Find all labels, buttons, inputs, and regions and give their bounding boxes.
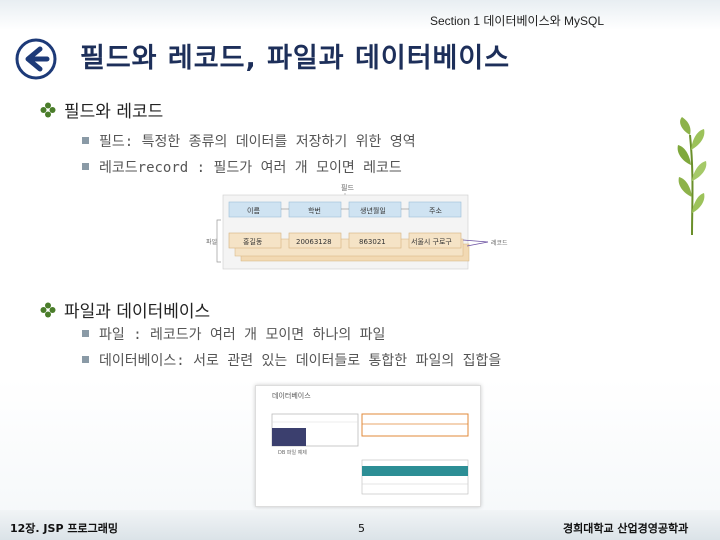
list-item: 데이터베이스: 서로 관련 있는 데이터들로 통합한 파일의 집합을 bbox=[82, 350, 501, 370]
field-header: 이름 bbox=[247, 206, 260, 215]
footer-bar bbox=[0, 510, 720, 540]
square-bullet-icon bbox=[82, 162, 89, 170]
list-item: 필드: 특정한 종류의 데이터를 저장하기 위한 영역 bbox=[82, 131, 416, 151]
field-header: 학번 bbox=[308, 206, 321, 215]
field-header: 주소 bbox=[429, 207, 442, 215]
database-label: 데이터베이스 bbox=[272, 391, 311, 400]
database-figure: 데이터베이스 DB 파일 예제 bbox=[255, 385, 481, 507]
square-bullet-icon bbox=[82, 136, 89, 144]
back-arrow-icon[interactable] bbox=[14, 37, 58, 81]
diamond-bullet-icon bbox=[40, 102, 56, 117]
field-label: 필드 bbox=[341, 183, 354, 192]
diamond-bullet-icon bbox=[40, 302, 56, 317]
list-item: 레코드record : 필드가 여러 개 모이면 레코드 bbox=[82, 157, 402, 177]
section-label: Section 1 데이터베이스와 MySQL bbox=[430, 14, 604, 28]
file-label: 파일 bbox=[206, 238, 217, 246]
section2-heading: 파일과 데이터베이스 bbox=[40, 297, 210, 322]
footer-chapter: 12장. JSP 프로그래밍 bbox=[10, 522, 118, 535]
database-diagram: 데이터베이스 DB 파일 예제 bbox=[256, 386, 480, 506]
square-bullet-icon bbox=[82, 355, 89, 363]
list-item-text: 데이터베이스: 서로 관련 있는 데이터들로 통합한 파일의 집합을 bbox=[99, 353, 502, 369]
figure-caption: DB 파일 예제 bbox=[278, 449, 307, 456]
section1-heading-text: 필드와 레코드 bbox=[64, 102, 164, 122]
top-band bbox=[0, 0, 720, 30]
footer-page-number: 5 bbox=[358, 522, 365, 535]
record-label: 레코드 bbox=[491, 239, 508, 247]
record-value: 20063128 bbox=[296, 238, 332, 246]
section2-heading-text: 파일과 데이터베이스 bbox=[64, 302, 211, 322]
plant-decoration-icon bbox=[677, 117, 707, 235]
record-value: 홍길동 bbox=[243, 237, 263, 246]
record-value: 863021 bbox=[359, 238, 386, 246]
section1-heading: 필드와 레코드 bbox=[40, 97, 163, 122]
list-item-text: 레코드record : 필드가 여러 개 모이면 레코드 bbox=[99, 160, 402, 176]
page-title: 필드와 레코드, 파일과 데이터베이스 bbox=[80, 43, 511, 74]
footer-institution: 경희대학교 산업경영공학과 bbox=[563, 522, 689, 535]
field-record-diagram: 필드 이름 학번 생년월일 주소 홍길동 20063128 863021 서울시… bbox=[206, 183, 508, 270]
square-bullet-icon bbox=[82, 329, 89, 337]
list-item-text: 파일 : 레코드가 여러 개 모이면 하나의 파일 bbox=[99, 327, 386, 343]
list-item-text: 필드: 특정한 종류의 데이터를 저장하기 위한 영역 bbox=[99, 134, 416, 150]
field-header: 생년월일 bbox=[360, 206, 386, 215]
record-value: 서울시 구로구 bbox=[411, 237, 452, 246]
list-item: 파일 : 레코드가 여러 개 모이면 하나의 파일 bbox=[82, 324, 385, 344]
